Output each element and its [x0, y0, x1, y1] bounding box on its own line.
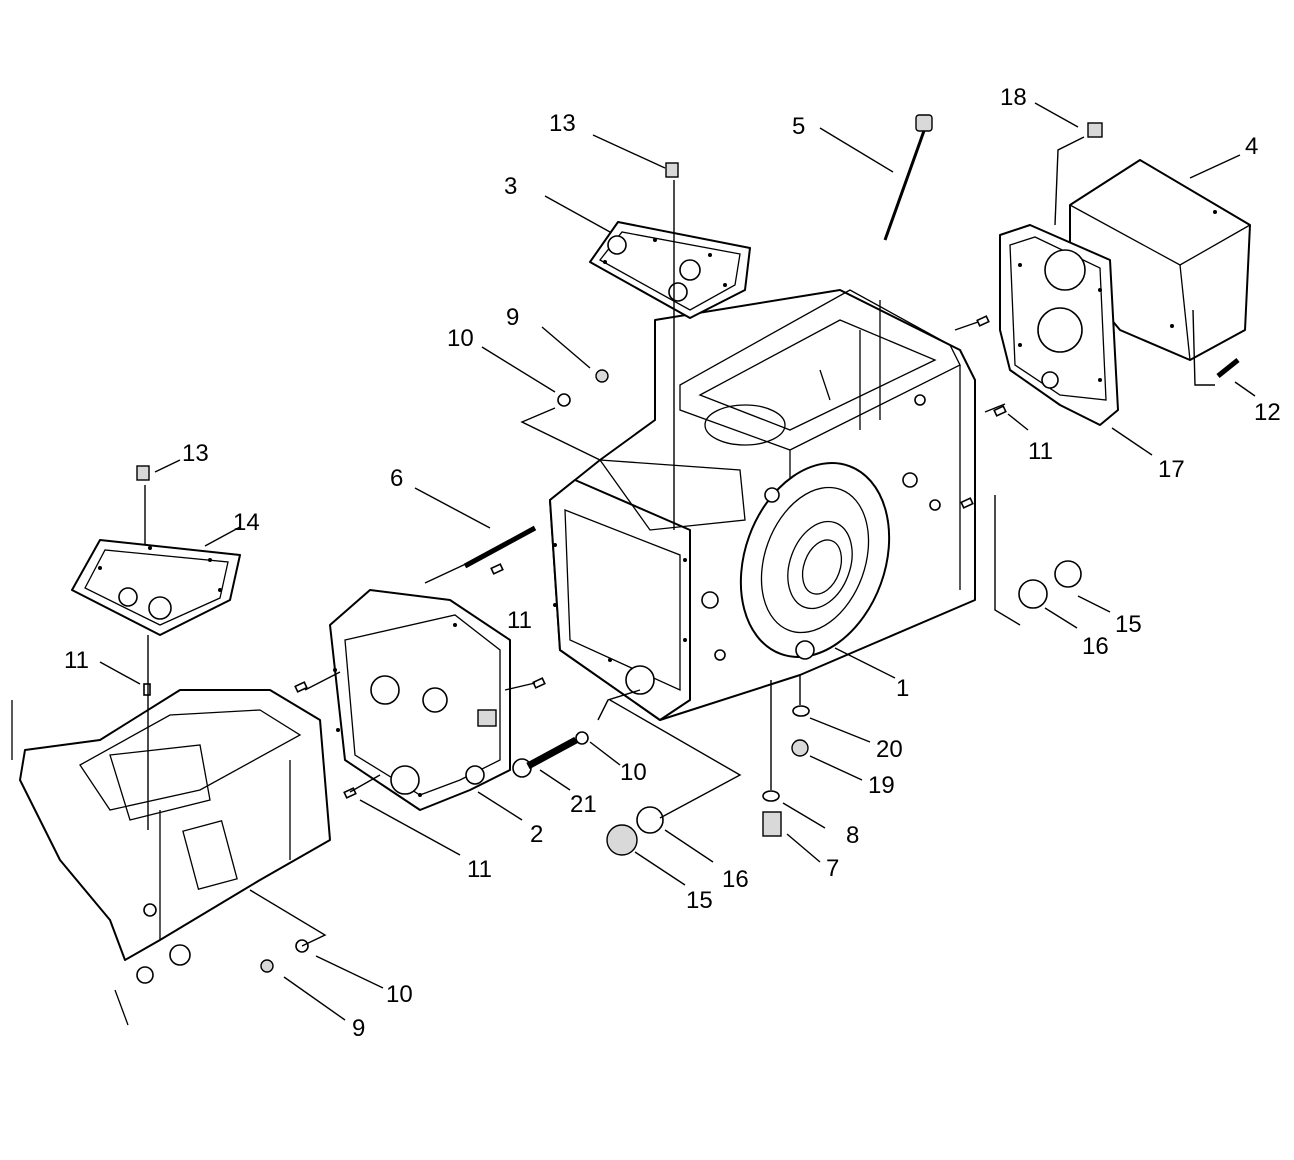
intermediate-housing — [329, 589, 511, 811]
ring-16-side — [1018, 579, 1048, 609]
callout-4: 4 — [1245, 133, 1258, 160]
callout-13-top: 13 — [549, 110, 576, 137]
callout-10-top: 10 — [447, 325, 474, 352]
callout-3: 3 — [504, 173, 517, 200]
bolt-13-top — [665, 162, 679, 178]
seal-ring-8 — [762, 790, 780, 802]
nut-9-bottom — [260, 959, 274, 973]
callout-17: 17 — [1158, 456, 1185, 483]
callout-7: 7 — [826, 855, 839, 882]
callout-9-top: 9 — [506, 304, 519, 331]
cap-15-front — [606, 824, 638, 856]
callout-21: 21 — [570, 791, 597, 818]
callout-13-front: 13 — [182, 440, 209, 467]
callout-9-bottom: 9 — [352, 1015, 365, 1042]
stud-6 — [463, 525, 537, 569]
callout-2: 2 — [530, 821, 543, 848]
callout-12: 12 — [1254, 399, 1281, 426]
seal-ring-20 — [792, 705, 810, 717]
callout-19: 19 — [868, 772, 895, 799]
callout-11-left: 11 — [64, 647, 89, 674]
callout-11-center: 11 — [507, 607, 532, 634]
callout-16-side: 16 — [1082, 633, 1109, 660]
washer-10-mid — [575, 731, 589, 745]
main-transmission-case — [549, 289, 976, 721]
plug-19 — [791, 739, 809, 757]
bolt-18 — [1087, 122, 1103, 138]
nut-9-top — [595, 369, 609, 383]
front-transmission-case — [11, 689, 331, 1026]
callout-labels: 1 2 3 4 5 6 7 8 9 9 10 10 10 11 11 11 11… — [64, 84, 1281, 1042]
bolt-12 — [1216, 358, 1240, 378]
washer-10-top — [557, 393, 571, 407]
callout-20: 20 — [876, 736, 903, 763]
callout-10-mid: 10 — [620, 759, 647, 786]
top-cover-plate — [589, 221, 751, 319]
callout-14: 14 — [233, 509, 260, 536]
drain-plug-7 — [762, 811, 782, 837]
cap-15-side — [1054, 560, 1082, 588]
bolt-13-front — [136, 465, 150, 481]
callout-6: 6 — [390, 465, 403, 492]
bolt-21 — [512, 736, 578, 778]
callout-15-front: 15 — [686, 887, 713, 914]
callout-16-front: 16 — [722, 866, 749, 893]
callout-15-side: 15 — [1115, 611, 1142, 638]
leader-lines — [99, 102, 1256, 1021]
dipstick — [883, 114, 933, 241]
callout-5: 5 — [792, 113, 805, 140]
callout-10-bottom: 10 — [386, 981, 413, 1008]
callout-11-lower: 11 — [467, 856, 492, 883]
ring-16-front — [636, 806, 664, 834]
front-top-cover-plate — [71, 539, 241, 636]
callout-11-right: 11 — [1028, 438, 1053, 465]
callout-18: 18 — [1000, 84, 1027, 111]
callout-1: 1 — [896, 675, 909, 702]
callout-8: 8 — [846, 822, 859, 849]
pto-plate — [999, 224, 1119, 426]
